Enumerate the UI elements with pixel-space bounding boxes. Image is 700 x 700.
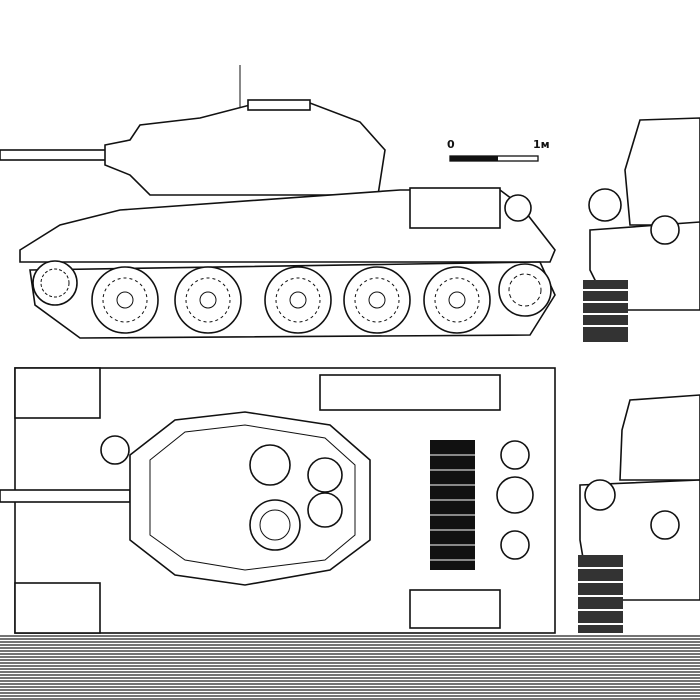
fuel-tank bbox=[409, 187, 501, 229]
scale-end-label: 1м bbox=[533, 138, 550, 151]
hull-machine-gun bbox=[650, 215, 680, 245]
top-view bbox=[0, 367, 556, 634]
front-view bbox=[583, 117, 700, 342]
fuel-drum bbox=[504, 194, 532, 222]
scale-start-label: 0 bbox=[447, 138, 455, 151]
scale-bar bbox=[449, 155, 539, 162]
ground-hatching bbox=[0, 635, 700, 700]
track-rear bbox=[578, 555, 623, 633]
gun-barrel bbox=[0, 149, 111, 161]
rear-view bbox=[578, 394, 700, 633]
road-wheels bbox=[91, 266, 491, 334]
side-view bbox=[0, 65, 556, 339]
idler-wheel bbox=[32, 260, 78, 306]
gun-barrel-top bbox=[0, 489, 131, 503]
turret-front bbox=[624, 117, 700, 226]
engine-grille bbox=[430, 440, 475, 570]
turret-side bbox=[104, 102, 386, 196]
turret-top bbox=[129, 411, 371, 586]
headlight bbox=[588, 188, 622, 222]
commander-cupola-top bbox=[249, 499, 301, 551]
rear-fender-top bbox=[319, 374, 501, 411]
drive-sprocket bbox=[498, 263, 552, 317]
hatch bbox=[249, 444, 291, 486]
turret-rear bbox=[619, 394, 700, 481]
commander-cupola bbox=[247, 99, 311, 111]
